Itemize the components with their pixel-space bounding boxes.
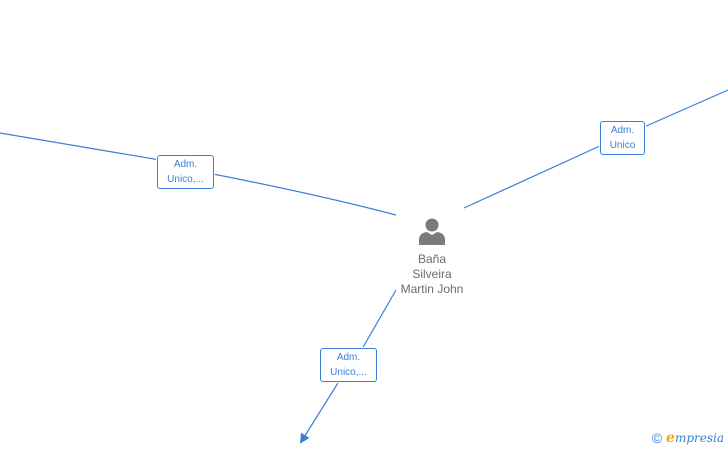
person-node[interactable]: Baña Silveira Martin John [384,216,480,297]
copyright-icon: © [651,430,663,446]
edge-label-left-line-2: Unico,... [167,174,204,185]
footer-watermark: © empresia [652,430,724,446]
brand-logo-initial: e [666,430,675,446]
person-name-line-1: Baña [417,252,447,266]
edge-label-bottom-line-1: Adm. [336,352,361,363]
edge-label-bottom[interactable]: Adm. Unico,... [320,348,377,382]
brand-logo[interactable]: empresia [666,430,724,446]
edge-line-right[interactable] [463,89,728,209]
edge-line-left[interactable] [0,132,397,216]
edge-label-left-line-1: Adm. [173,159,198,170]
person-name-line-2: Silveira [412,267,452,281]
edge-label-bottom-line-2: Unico,... [330,367,367,378]
edge-line-bottom[interactable] [301,289,397,442]
edge-label-right[interactable]: Adm. Unico [600,121,645,155]
brand-logo-text: mpresia [674,431,724,445]
edge-label-left[interactable]: Adm. Unico,... [157,155,214,189]
person-name-line-3: Martin John [400,282,464,296]
edge-label-right-line-1: Adm. [610,125,635,136]
edge-label-right-line-2: Unico [609,140,636,151]
person-icon [419,218,445,245]
